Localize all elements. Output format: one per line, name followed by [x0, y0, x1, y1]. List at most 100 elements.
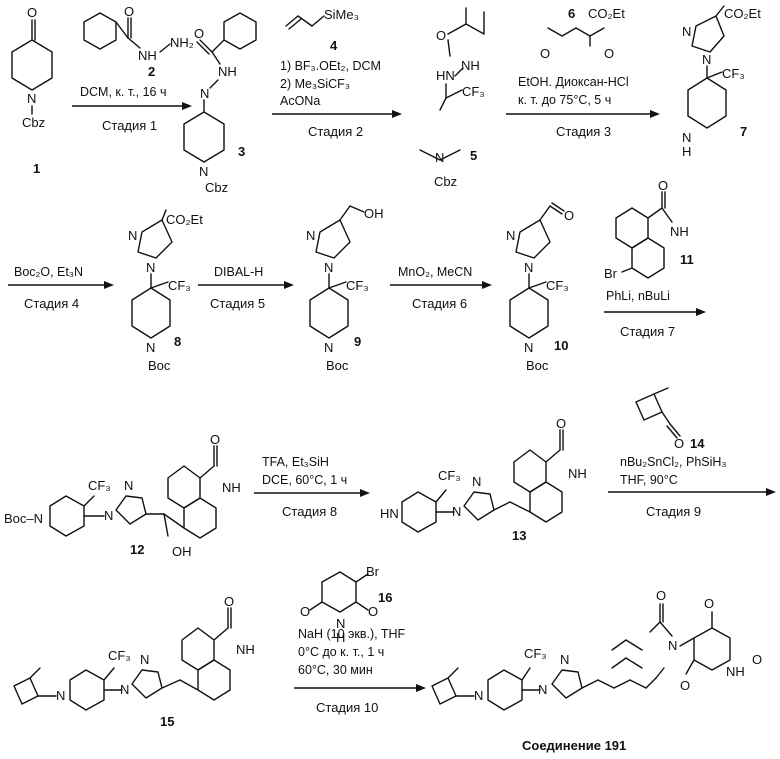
stage-3-label: Стадия 3 [556, 124, 611, 139]
compound-1-structure: O N Cbz [12, 5, 52, 130]
atom-boc: Boc [526, 358, 549, 373]
atom-nh: NH [670, 224, 689, 239]
atom-o: O [27, 5, 37, 20]
atom-n: N [524, 260, 533, 275]
atom-cf3: CF₃ [438, 468, 461, 483]
compound-2-structure: O NH NH₂ [84, 4, 194, 63]
atom-o: O [210, 432, 220, 447]
compound-4-structure: SiMe₃ [286, 7, 359, 29]
atom-o: O [680, 678, 690, 693]
compound-13-structure: HN CF₃ N N O NH [380, 416, 587, 532]
conditions-step-5: DIBAL-H [214, 265, 263, 279]
compound-3-structure: O NH N N Cbz [184, 13, 256, 195]
compound-8-structure: CO₂Et N N CF₃ N Boc [128, 210, 203, 373]
stage-6-label: Стадия 6 [412, 296, 467, 311]
atom-n: N [560, 652, 569, 667]
atom-n: N [200, 86, 209, 101]
atom-co2et: CO₂Et [724, 6, 761, 21]
atom-o: O [224, 594, 234, 609]
atom-n: N [124, 478, 133, 493]
compound-16-number: 16 [378, 590, 392, 605]
compound-2-number: 2 [148, 64, 155, 79]
compound-191-structure: N CF₃ N N O N O NH O O [432, 588, 762, 710]
compound-14-number: 14 [690, 436, 705, 451]
atom-n: N [474, 688, 483, 703]
atom-cbz: Cbz [205, 180, 228, 195]
conditions-step-8b: DCE, 60°C, 1 ч [262, 473, 347, 487]
compound-12-number: 12 [130, 542, 144, 557]
atom-n: N [538, 682, 547, 697]
atom-o: O [704, 596, 714, 611]
atom-cf3: CF₃ [546, 278, 569, 293]
atom-nh: NH [218, 64, 237, 79]
atom-o: O [300, 604, 310, 619]
stage-9-label: Стадия 9 [646, 504, 701, 519]
atom-o-radical: O [752, 652, 762, 667]
atom-o: O [540, 46, 550, 61]
compound-13-number: 13 [512, 528, 526, 543]
stage-4-label: Стадия 4 [24, 296, 79, 311]
atom-o: O [674, 436, 684, 451]
compound-3-number: 3 [238, 144, 245, 159]
atom-nh: NH [138, 48, 157, 63]
atom-o: O [556, 416, 566, 431]
compound-5-number: 5 [470, 148, 477, 163]
compound-7-number: 7 [740, 124, 747, 139]
atom-n: N [668, 638, 677, 653]
compound-9-number: 9 [354, 334, 361, 349]
conditions-step-2b: 2) Me₃SiCF₃ [280, 77, 350, 91]
atom-n: N [146, 260, 155, 275]
atom-n: N [472, 474, 481, 489]
atom-cf3: CF₃ [462, 84, 485, 99]
atom-br: Br [366, 564, 380, 579]
stage-1-label: Стадия 1 [102, 118, 157, 133]
stage-7-label: Стадия 7 [620, 324, 675, 339]
atom-sime3: SiMe₃ [324, 7, 359, 22]
atom-oh: OH [172, 544, 192, 559]
atom-nh: NH [222, 480, 241, 495]
atom-nh: NH [568, 466, 587, 481]
atom-cf3: CF₃ [88, 478, 111, 493]
compound-6-number: 6 [568, 6, 575, 21]
atom-nh: NH [236, 642, 255, 657]
atom-n: N [324, 340, 333, 355]
atom-n: N [56, 688, 65, 703]
stage-10-label: Стадия 10 [316, 700, 378, 715]
atom-h: H [682, 144, 691, 159]
atom-co2et: CO₂Et [588, 6, 625, 21]
atom-cbz: Cbz [434, 174, 457, 189]
atom-cf3: CF₃ [722, 66, 745, 81]
atom-oh: OH [364, 206, 384, 221]
atom-o: O [368, 604, 378, 619]
atom-boc-n: Boc–N [4, 511, 43, 526]
atom-boc: Boc [148, 358, 171, 373]
atom-nh: NH [461, 58, 480, 73]
conditions-step-10b: 0°C до к. т., 1 ч [298, 645, 384, 659]
atom-o: O [436, 28, 446, 43]
atom-cf3: CF₃ [346, 278, 369, 293]
atom-n: N [702, 52, 711, 67]
atom-n: N [120, 682, 129, 697]
atom-n: N [104, 508, 113, 523]
atom-n: N [306, 228, 315, 243]
compound-4-number: 4 [330, 38, 338, 53]
atom-cf3: CF₃ [168, 278, 191, 293]
conditions-step-3a: EtOH. Диоксан-HCl [518, 75, 629, 89]
atom-cf3: CF₃ [108, 648, 131, 663]
atom-o: O [658, 178, 668, 193]
atom-br: Br [604, 266, 618, 281]
compound-15-number: 15 [160, 714, 174, 729]
atom-nh: NH [726, 664, 745, 679]
compound-12-structure: Boc–N CF₃ N N O NH OH [4, 432, 241, 559]
stage-5-label: Стадия 5 [210, 296, 265, 311]
atom-n: N [199, 164, 208, 179]
atom-n: N [682, 130, 691, 145]
final-compound-label: Соединение 191 [522, 738, 626, 753]
conditions-step-10a: NaH (10 экв.), THF [298, 627, 406, 641]
compound-10-number: 10 [554, 338, 568, 353]
compound-11-number: 11 [680, 252, 694, 267]
conditions-step-4: Boc₂O, Et₃N [14, 265, 83, 279]
atom-hn: HN [436, 68, 455, 83]
conditions-step-9a: nBu₂SnCl₂, PhSiH₃ [620, 455, 727, 469]
